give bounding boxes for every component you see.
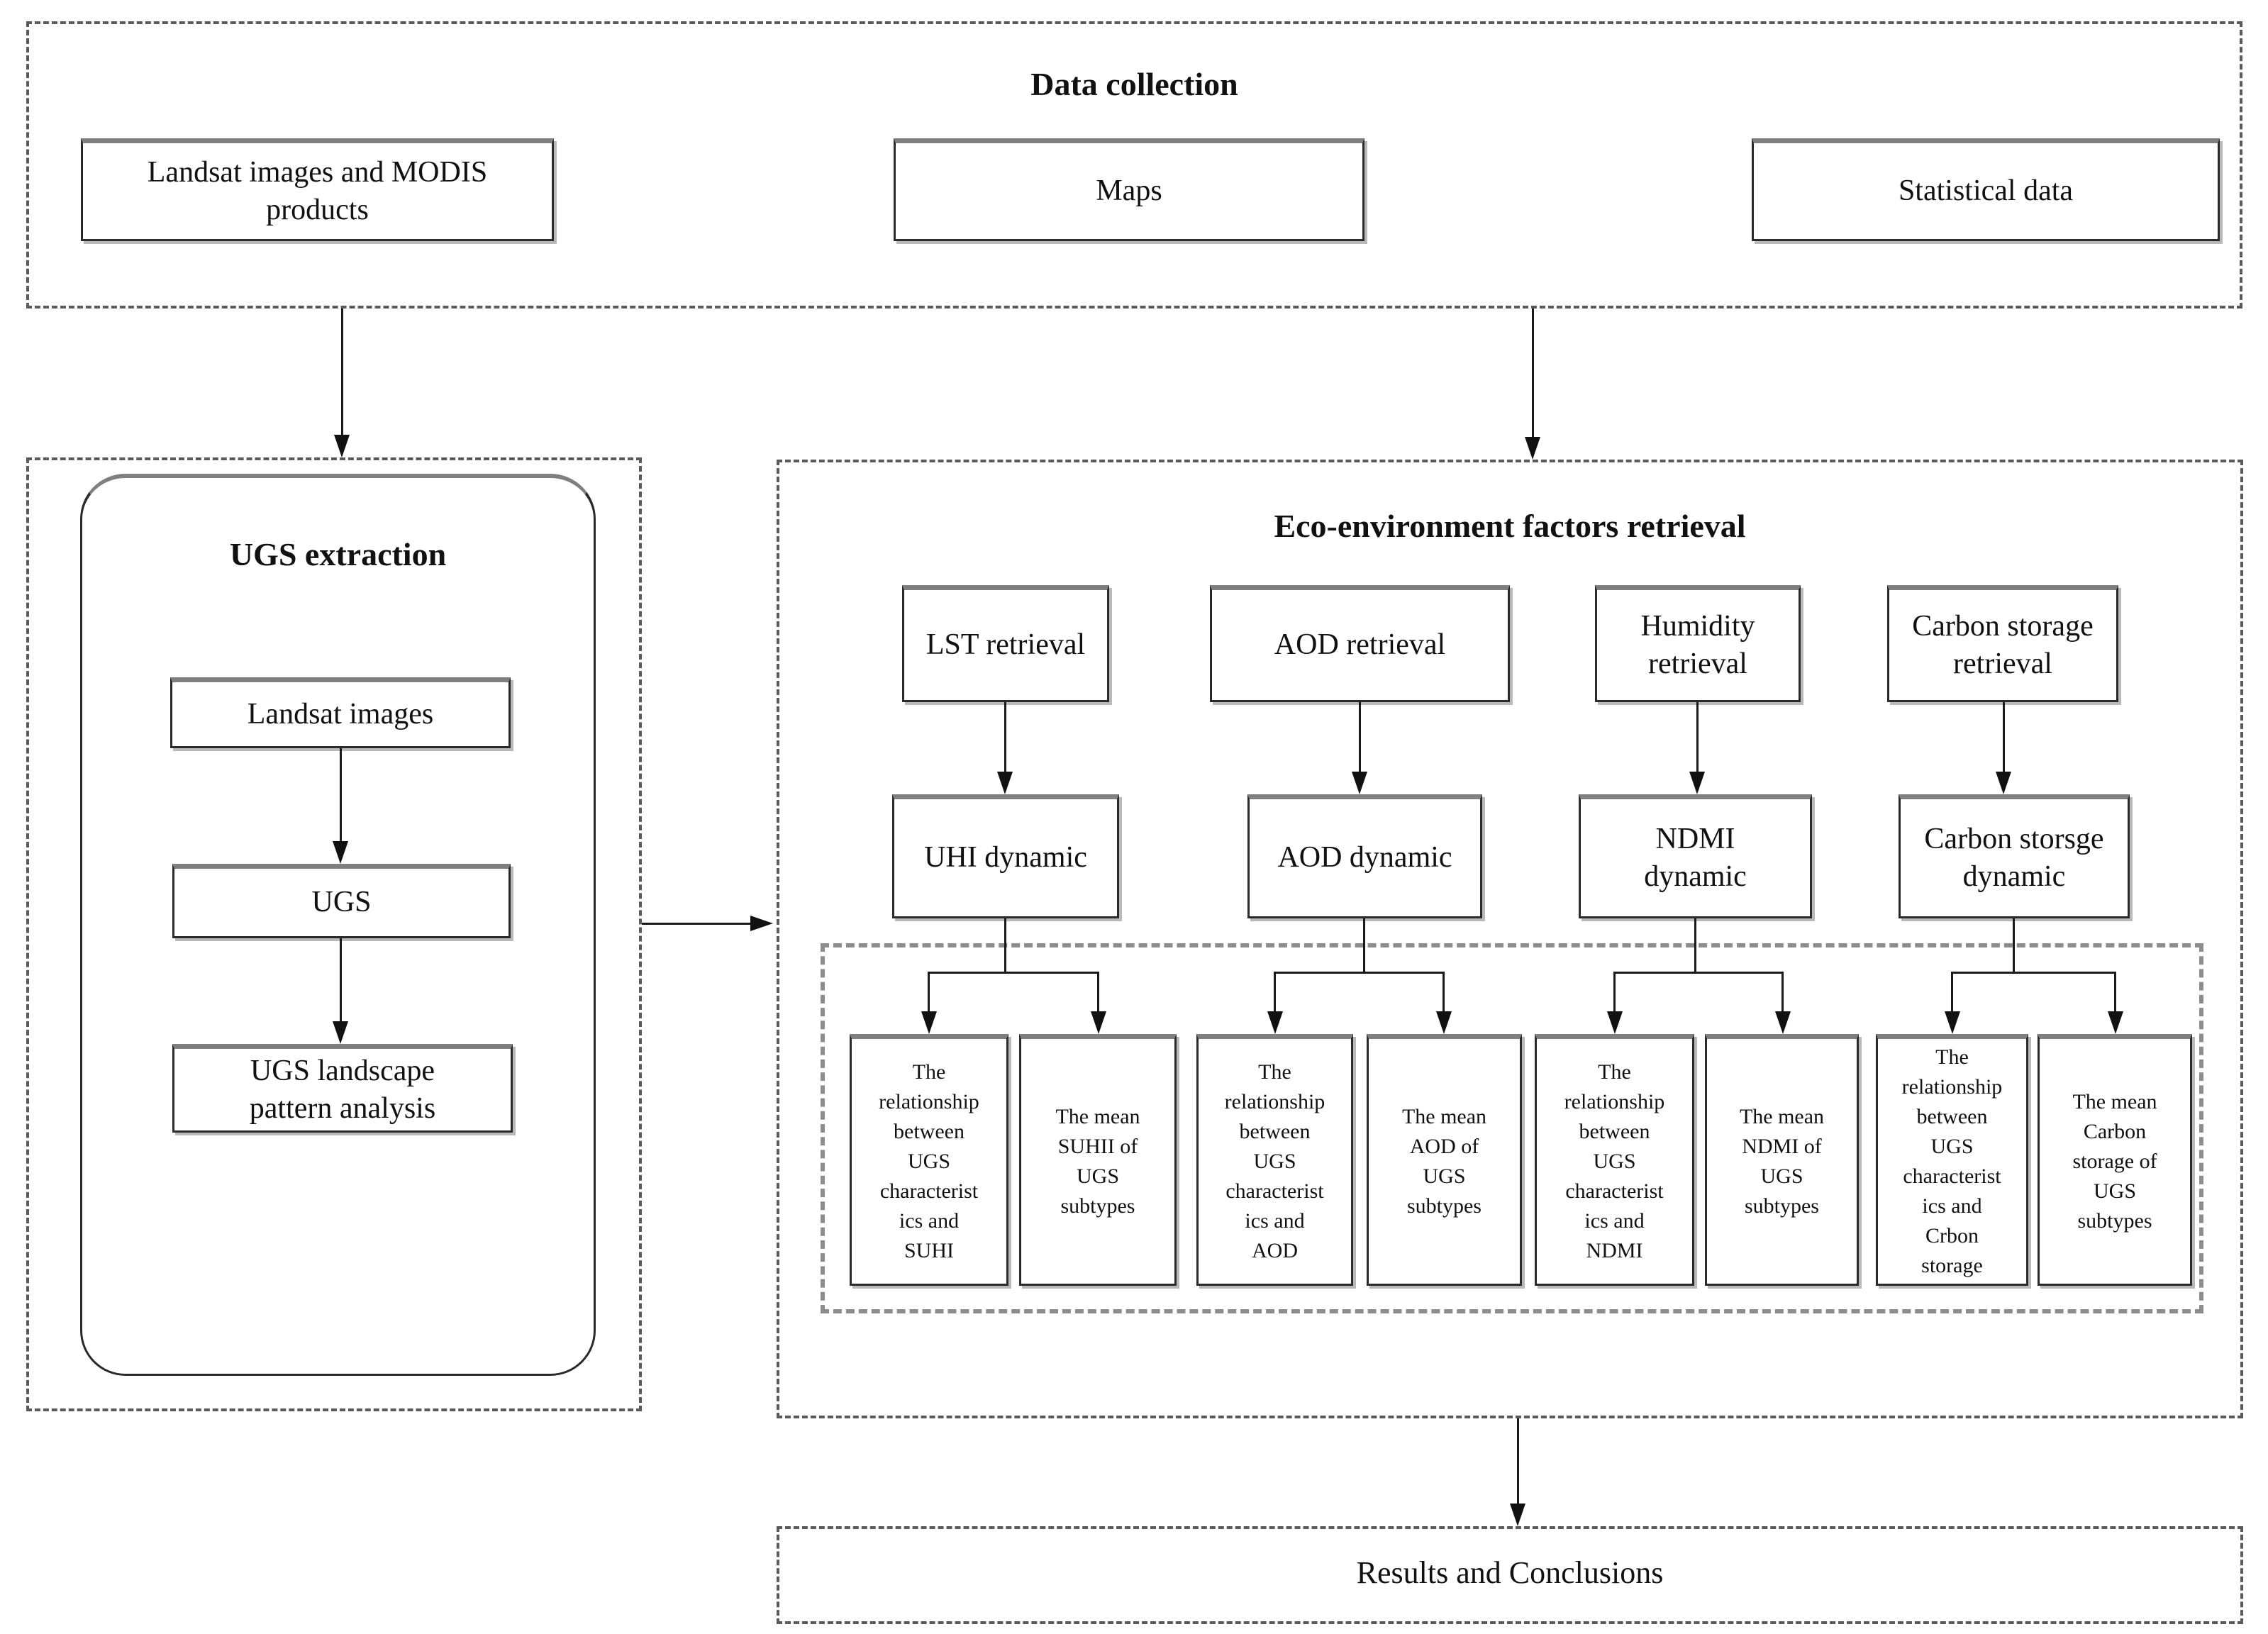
arrow-to-eco-head	[1525, 437, 1540, 460]
connector-col3-stem	[1694, 918, 1696, 974]
connector-col1-branch-right	[1097, 972, 1099, 1013]
connector-col4-stem	[2013, 918, 2015, 974]
box-ndmi-dynamic-label: NDMI dynamic	[1644, 823, 1747, 893]
box-carbon-retrieval-label: Carbon storage retrieval	[1912, 610, 2094, 680]
box-output-suhii-mean-label: The mean SUHII of UGS subtypes	[1055, 1104, 1140, 1218]
results-title: Results and Conclusions	[1356, 1555, 1664, 1590]
connector-col2-stem	[1363, 918, 1365, 974]
connector-col2-head-right	[1436, 1011, 1452, 1034]
arrow-to-results-line	[1517, 1418, 1519, 1504]
connector-col2-head-left	[1267, 1011, 1283, 1034]
connector-col4-branch-left	[1951, 972, 1953, 1013]
eco-retrieval-section	[777, 460, 2243, 1418]
box-humidity-retrieval: Humidity retrieval	[1595, 585, 1801, 702]
arrow-carbon-to-dynamic-head	[1996, 772, 2011, 794]
box-uhi-dynamic-label: UHI dynamic	[924, 841, 1087, 874]
connector-col3-branch-right	[1781, 972, 1784, 1013]
box-output-aod-mean-label: The mean AOD of UGS subtypes	[1401, 1104, 1487, 1218]
box-ugs: UGS	[172, 864, 511, 938]
arrow-ugs-step2-head	[333, 1021, 348, 1044]
box-landsat-images: Landsat images	[170, 677, 511, 748]
box-output-carbon-mean-label: The mean Carbon storage of UGS subtypes	[2072, 1089, 2157, 1233]
box-statistical-data-label: Statistical data	[1898, 174, 2074, 208]
data-collection-title: Data collection	[1030, 66, 1238, 102]
connector-col1-split	[928, 972, 1099, 974]
connector-col4-head-left	[1945, 1011, 1960, 1034]
arrow-ugs-step2-line	[340, 938, 342, 1023]
box-lst-retrieval-label: LST retrieval	[925, 628, 1086, 662]
box-output-carbon-relationship: The relationship between UGS characteris…	[1876, 1034, 2028, 1286]
box-output-carbon-mean: The mean Carbon storage of UGS subtypes	[2038, 1034, 2192, 1286]
connector-col3-head-right	[1775, 1011, 1791, 1034]
box-carbon-dynamic: Carbon storsge dynamic	[1899, 794, 2130, 918]
box-ndmi-dynamic: NDMI dynamic	[1579, 794, 1812, 918]
arrow-to-eco-line	[1532, 309, 1534, 437]
box-output-ndmi-mean-label: The mean NDMI of UGS subtypes	[1739, 1104, 1825, 1218]
box-output-ndmi-relationship-label: The relationship between UGS characteris…	[1564, 1060, 1665, 1262]
arrow-humidity-to-ndmi-head	[1689, 772, 1705, 794]
box-output-suhii-mean: The mean SUHII of UGS subtypes	[1019, 1034, 1177, 1286]
arrow-to-results-head	[1510, 1504, 1525, 1526]
ugs-extraction-section	[26, 457, 642, 1411]
connector-col1-head-right	[1091, 1011, 1106, 1034]
arrow-ugs-to-eco-line	[642, 923, 750, 925]
box-output-aod-relationship: The relationship between UGS characteris…	[1196, 1034, 1353, 1286]
box-landsat-modis-label: Landsat images and MODIS products	[147, 156, 488, 226]
arrow-ugs-step1-head	[333, 841, 348, 864]
box-aod-dynamic-label: AOD dynamic	[1277, 841, 1452, 874]
box-carbon-dynamic-label: Carbon storsge dynamic	[1924, 823, 2104, 893]
arrow-ugs-step1-line	[340, 748, 342, 843]
eco-retrieval-title: Eco-environment factors retrieval	[1274, 508, 1746, 544]
box-output-suhi-relationship-label: The relationship between UGS characteris…	[879, 1060, 979, 1262]
connector-col1-head-left	[921, 1011, 937, 1034]
box-carbon-retrieval: Carbon storage retrieval	[1887, 585, 2118, 702]
box-aod-dynamic: AOD dynamic	[1247, 794, 1482, 918]
arrow-aod-to-aod-line	[1359, 702, 1361, 773]
arrow-ugs-to-eco-head	[750, 916, 773, 931]
box-humidity-retrieval-label: Humidity retrieval	[1640, 610, 1755, 680]
box-ugs-label: UGS	[311, 886, 372, 919]
box-maps: Maps	[894, 138, 1364, 241]
box-ugs-landscape: UGS landscape pattern analysis	[172, 1044, 513, 1133]
box-lst-retrieval: LST retrieval	[902, 585, 1109, 702]
eco-analysis-subsection	[821, 943, 2203, 1313]
connector-col4-head-right	[2108, 1011, 2123, 1034]
connector-col4-split	[1951, 972, 2116, 974]
box-maps-label: Maps	[1096, 174, 1162, 208]
arrow-lst-to-uhi-line	[1004, 702, 1006, 773]
connector-col2-branch-left	[1274, 972, 1276, 1013]
box-ugs-landscape-label: UGS landscape pattern analysis	[249, 1055, 436, 1125]
box-output-aod-mean: The mean AOD of UGS subtypes	[1367, 1034, 1522, 1286]
arrow-aod-to-aod-head	[1352, 772, 1367, 794]
arrow-to-ugs-line	[341, 309, 343, 437]
box-output-suhi-relationship: The relationship between UGS characteris…	[850, 1034, 1008, 1286]
connector-col3-head-left	[1607, 1011, 1623, 1034]
arrow-to-ugs-head	[334, 435, 350, 457]
arrow-humidity-to-ndmi-line	[1696, 702, 1699, 773]
connector-col1-branch-left	[928, 972, 930, 1013]
box-statistical-data: Statistical data	[1752, 138, 2220, 241]
connector-col2-split	[1274, 972, 1445, 974]
box-output-carbon-relationship-label: The relationship between UGS characteris…	[1901, 1045, 2003, 1277]
data-collection-section	[26, 21, 2242, 309]
box-aod-retrieval: AOD retrieval	[1210, 585, 1510, 702]
box-uhi-dynamic: UHI dynamic	[892, 794, 1119, 918]
connector-col3-branch-left	[1613, 972, 1616, 1013]
connector-col3-split	[1613, 972, 1784, 974]
connector-col1-stem	[1004, 918, 1006, 974]
box-output-ndmi-relationship: The relationship between UGS characteris…	[1535, 1034, 1694, 1286]
ugs-extraction-title: UGS extraction	[229, 536, 447, 572]
arrow-lst-to-uhi-head	[997, 772, 1013, 794]
arrow-carbon-to-dynamic-line	[2003, 702, 2005, 773]
box-output-ndmi-mean: The mean NDMI of UGS subtypes	[1705, 1034, 1859, 1286]
box-landsat-images-label: Landsat images	[247, 697, 434, 730]
box-landsat-modis: Landsat images and MODIS products	[81, 138, 554, 241]
results-section	[777, 1526, 2243, 1624]
connector-col2-branch-right	[1442, 972, 1445, 1013]
box-output-aod-relationship-label: The relationship between UGS characteris…	[1224, 1060, 1325, 1262]
box-aod-retrieval-label: AOD retrieval	[1274, 628, 1446, 662]
connector-col4-branch-right	[2114, 972, 2116, 1013]
